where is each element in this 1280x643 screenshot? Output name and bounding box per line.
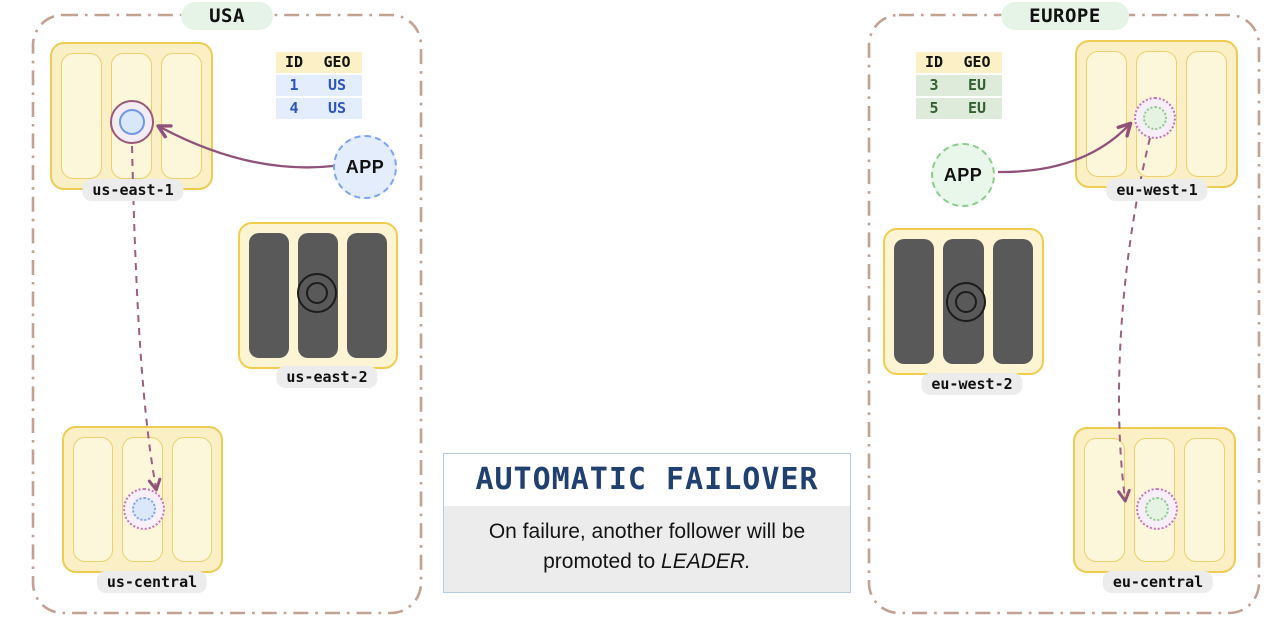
leader-node-icon — [110, 100, 154, 144]
failed-leader-node-core — [955, 291, 977, 313]
europe-app-label: APP — [943, 164, 983, 185]
cluster-label-eu-central: eu-central — [1102, 571, 1214, 593]
cluster-label-us-east-1: us-east-1 — [82, 179, 184, 201]
table-row: 5 EU — [916, 98, 1002, 119]
db-column — [161, 53, 202, 179]
promoted-leader-node-core — [1143, 106, 1167, 130]
col-header-geo: GEO — [963, 53, 991, 71]
cell-id: 3 — [929, 76, 939, 94]
db-column — [171, 437, 212, 562]
callout-body-emphasis: LEADER. — [661, 550, 751, 574]
follower-node-core — [132, 497, 156, 521]
table-header-row: ID GEO — [276, 52, 362, 73]
cell-id: 5 — [929, 99, 939, 117]
usa-region-label: USA — [181, 2, 273, 30]
db-column — [1186, 51, 1227, 177]
cell-id: 1 — [289, 76, 299, 94]
db-column — [347, 233, 387, 358]
usa-app-node: APP — [333, 135, 397, 199]
col-header-geo: GEO — [323, 53, 351, 71]
table-row: 1 US — [276, 75, 362, 96]
db-column — [73, 437, 114, 562]
db-column — [1184, 438, 1225, 562]
cell-geo: US — [328, 99, 347, 117]
failed-leader-node-icon — [297, 273, 337, 313]
cluster-label-us-east-2: us-east-2 — [276, 366, 378, 388]
table-row: 4 US — [276, 98, 362, 119]
cell-id: 4 — [289, 99, 299, 117]
cluster-label-eu-west-1: eu-west-1 — [1106, 179, 1208, 201]
callout-body: On failure, another follower will be pro… — [444, 506, 850, 593]
failed-leader-node-icon — [946, 282, 986, 322]
db-column — [61, 53, 102, 179]
europe-app-node: APP — [931, 143, 995, 207]
cell-geo: EU — [968, 76, 987, 94]
follower-node-icon — [123, 488, 165, 530]
db-column — [249, 233, 289, 358]
col-header-id: ID — [285, 53, 304, 71]
follower-node-core — [1145, 497, 1169, 521]
table-header-row: ID GEO — [916, 52, 1002, 73]
failover-callout: AUTOMATIC FAILOVER On failure, another f… — [443, 453, 851, 594]
europe-region-label-text: EUROPE — [1029, 5, 1101, 27]
failed-leader-node-core — [306, 282, 328, 304]
cell-geo: US — [328, 76, 347, 94]
usa-app-label: APP — [345, 156, 385, 177]
cell-geo: EU — [968, 99, 987, 117]
leader-node-core — [119, 109, 145, 135]
db-column — [1086, 51, 1127, 177]
usa-geo-table: ID GEO 1 US 4 US — [276, 52, 362, 121]
cluster-label-eu-west-2: eu-west-2 — [921, 373, 1023, 395]
usa-region-label-text: USA — [209, 5, 245, 27]
promoted-leader-node-icon — [1134, 97, 1176, 139]
db-column — [1084, 438, 1125, 562]
db-column — [992, 239, 1033, 364]
callout-body-text: On failure, another follower will be pro… — [488, 520, 806, 574]
col-header-id: ID — [925, 53, 944, 71]
table-row: 3 EU — [916, 75, 1002, 96]
follower-node-icon — [1136, 488, 1178, 530]
cluster-label-us-central: us-central — [96, 571, 208, 593]
europe-geo-table: ID GEO 3 EU 5 EU — [916, 52, 1002, 121]
db-column — [894, 239, 935, 364]
callout-title: AUTOMATIC FAILOVER — [444, 454, 850, 506]
europe-region-label: EUROPE — [1001, 2, 1129, 30]
